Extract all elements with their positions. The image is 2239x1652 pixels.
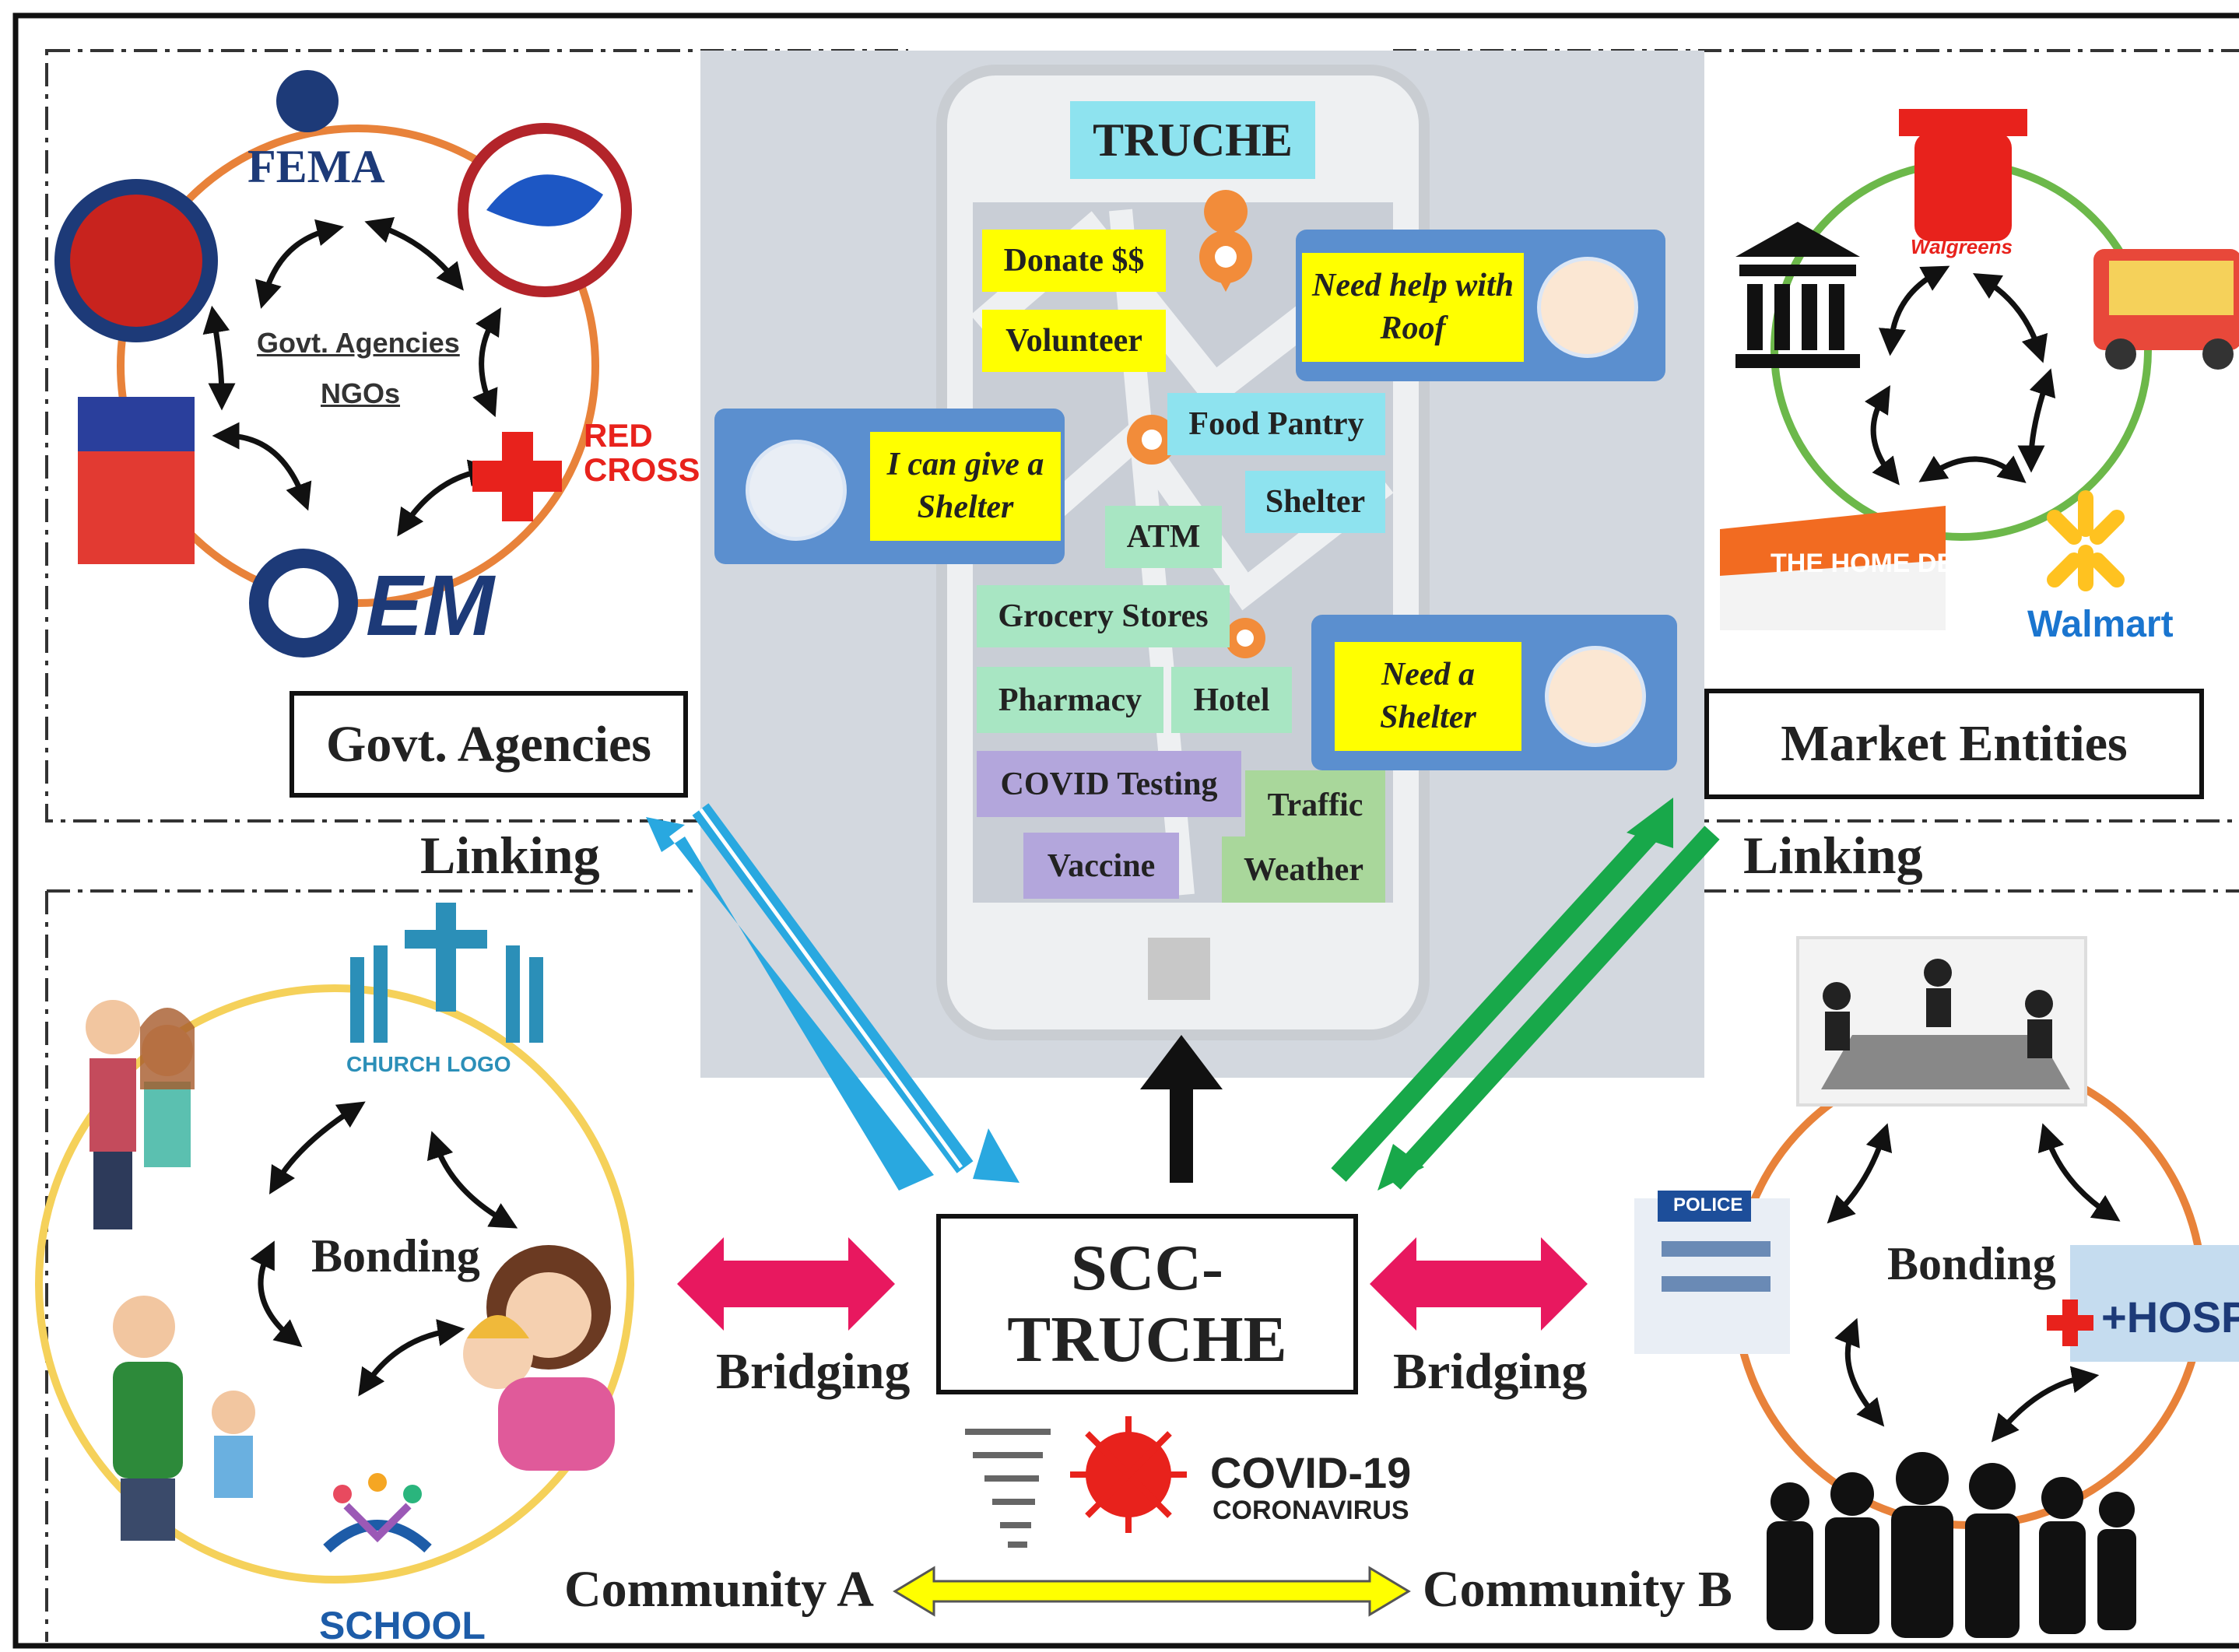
bridging-label-left: Bridging — [716, 1343, 911, 1400]
community-a-ring — [35, 984, 634, 1584]
tag-hotel: Hotel — [1171, 667, 1292, 733]
outer-frame — [12, 12, 2239, 1649]
ngos-label: NGOs — [321, 377, 401, 409]
covid-main-label: COVID-19 — [1210, 1448, 1412, 1497]
scc-truche-line1: SCC- — [1070, 1231, 1223, 1304]
tag-donate: Donate $$ — [982, 230, 1166, 292]
police-station-icon — [1634, 1191, 1790, 1354]
school-label: SCHOOL — [319, 1604, 486, 1647]
home-depot-label: THE HOME DEPOT — [1770, 549, 2009, 578]
family-couple-icon — [86, 1000, 195, 1229]
bubble-need-shelter-text: Need a Shelter — [1335, 642, 1521, 751]
meeting-room-icon — [1796, 936, 2087, 1107]
phone-title: TRUCHE — [1070, 101, 1315, 179]
bridging-arrows — [677, 1237, 1588, 1331]
girl-avatar-icon — [1545, 646, 1646, 747]
red-cross-icon — [472, 432, 562, 521]
tag-volunteer: Volunteer — [982, 310, 1166, 372]
fema-label: FEMA — [247, 141, 385, 192]
national-guard-icon — [54, 179, 218, 342]
tag-grocery: Grocery Stores — [977, 585, 1230, 647]
church-label: CHURCH LOGO — [346, 1052, 511, 1076]
bubble-give-shelter-text: I can give a Shelter — [870, 432, 1061, 541]
relation-arrows — [202, 216, 2121, 1443]
hospital-label: +HOSPI — [2101, 1292, 2239, 1342]
grandparent-child-icon — [113, 1296, 255, 1541]
bubble-need-shelter: Need a Shelter — [1311, 615, 1677, 770]
mother-child-icon — [463, 1245, 615, 1471]
man-avatar-icon — [746, 440, 847, 541]
scc-truche-line2: TRUCHE — [1007, 1303, 1287, 1376]
govt-center-label: Govt. Agencies — [257, 327, 460, 359]
bank-icon — [1735, 222, 1860, 368]
food-truck-icon — [2093, 249, 2239, 370]
linking-label-right: Linking — [1743, 826, 1923, 885]
community-a-label: Community A — [564, 1561, 874, 1618]
bubble-need-roof-text: Need help with Roof — [1302, 253, 1524, 362]
hospital-icon — [2047, 1245, 2239, 1362]
tag-pharmacy: Pharmacy — [977, 667, 1163, 733]
bonding-label-b: Bonding — [1887, 1238, 2056, 1289]
linking-arrow-left — [646, 803, 1019, 1191]
walgreens-icon — [1899, 109, 2027, 241]
red-cross-label: RED CROSS — [584, 417, 700, 489]
woman-avatar-icon — [1537, 257, 1638, 358]
covid-sub-label: CORONAVIRUS — [1212, 1496, 1409, 1525]
bonding-label-a: Bonding — [311, 1230, 480, 1282]
bridging-label-right: Bridging — [1393, 1343, 1588, 1400]
market-entities-box: Market Entities — [1704, 689, 2204, 799]
school-icon — [323, 1473, 432, 1553]
police-label: POLICE — [1673, 1194, 1743, 1215]
church-icon — [350, 903, 543, 1043]
tag-food-pantry: Food Pantry — [1167, 393, 1385, 455]
em-label: EM — [366, 558, 494, 654]
govt-agencies-box: Govt. Agencies — [290, 691, 688, 798]
fema-seal-icon — [276, 70, 339, 132]
tag-covid-testing: COVID Testing — [977, 751, 1241, 817]
map-pins — [1127, 190, 1265, 658]
phone-home-button — [1148, 938, 1210, 1000]
crowd-silhouette-icon — [1767, 1452, 2136, 1638]
bubble-give-shelter: I can give a Shelter — [714, 409, 1065, 564]
tornado-icon — [965, 1429, 1051, 1548]
linking-label-left: Linking — [420, 826, 600, 885]
tag-weather: Weather — [1222, 837, 1385, 903]
tag-atm: ATM — [1105, 506, 1222, 568]
scc-truche-box: SCC- TRUCHE — [936, 1214, 1358, 1394]
tag-vaccine: Vaccine — [1023, 833, 1179, 899]
walmart-label: Walmart — [2027, 604, 2174, 645]
covid-virus-icon — [1070, 1416, 1187, 1533]
walmart-spark-icon — [2047, 490, 2125, 591]
tag-traffic: Traffic — [1245, 770, 1385, 840]
tag-shelter: Shelter — [1245, 471, 1385, 533]
community-arrow — [893, 1566, 1411, 1617]
community-b-label: Community B — [1423, 1561, 1732, 1618]
govt-region-border — [45, 49, 908, 822]
walgreens-label: Walgreens — [1911, 235, 2013, 258]
bubble-need-roof: Need help with Roof — [1296, 230, 1665, 381]
home-depot-icon — [1720, 506, 1946, 630]
up-arrow — [1140, 1035, 1223, 1183]
linking-arrow-right — [1331, 798, 1720, 1191]
